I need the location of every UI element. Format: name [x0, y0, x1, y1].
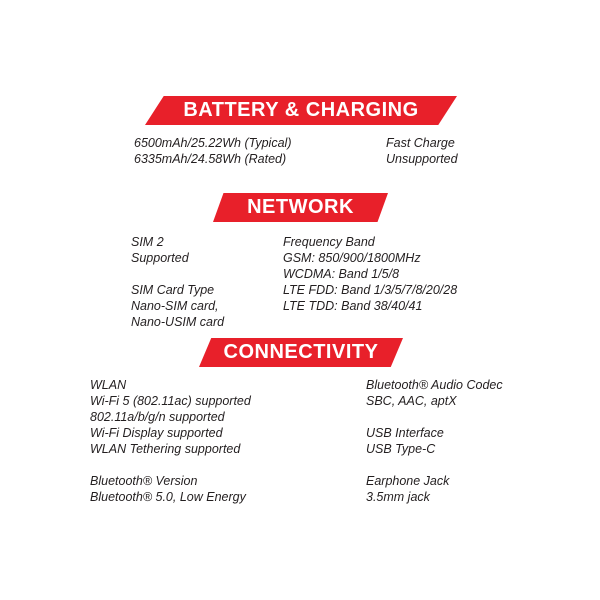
- section-title: BATTERY & CHARGING: [183, 99, 419, 121]
- spec-value: SBC, AAC, aptX: [366, 394, 457, 408]
- spec-value: Bluetooth® 5.0, Low Energy: [90, 490, 246, 504]
- spec-label: SIM 2: [131, 235, 164, 249]
- spec-value: 3.5mm jack: [366, 490, 430, 504]
- spec-value: Wi-Fi 5 (802.11ac) supported: [90, 394, 251, 408]
- section-title: NETWORK: [247, 196, 354, 218]
- wlan: WLAN Wi-Fi 5 (802.11ac) supported 802.11a/…: [90, 377, 251, 457]
- spec-value: LTE TDD: Band 38/40/41: [283, 299, 423, 313]
- spec-value: USB Type-C: [366, 442, 436, 456]
- section-title: CONNECTIVITY: [223, 341, 379, 363]
- battery-capacity: 6500mAh/25.22Wh (Typical) 6335mAh/24.58Wh…: [134, 135, 291, 167]
- spec-label: 6500mAh/25.22Wh (Typical): [134, 136, 292, 150]
- spec-value: 6335mAh/24.58Wh (Rated): [134, 152, 287, 166]
- connectivity-banner: CONNECTIVITY: [199, 338, 403, 367]
- spec-label: Fast Charge: [386, 136, 455, 150]
- spec-label: SIM Card Type: [131, 283, 215, 297]
- spec-value: Wi-Fi Display supported: [90, 426, 223, 440]
- spec-value: Unsupported: [386, 152, 458, 166]
- banner-background: [199, 338, 403, 367]
- earphone-jack: Earphone Jack 3.5mm jack: [366, 473, 449, 505]
- spec-label: Frequency Band: [283, 235, 375, 249]
- spec-label: Earphone Jack: [366, 474, 450, 488]
- spec-label: USB Interface: [366, 426, 444, 440]
- network-banner: NETWORK: [213, 193, 388, 222]
- spec-label: WLAN: [90, 378, 127, 392]
- banner-background: [145, 96, 457, 125]
- spec-value: Nano-USIM card: [131, 315, 225, 329]
- spec-value: 802.11a/b/g/n supported: [90, 410, 225, 424]
- spec-value: WLAN Tethering supported: [90, 442, 241, 456]
- spec-value: Nano-SIM card,: [131, 299, 219, 313]
- sim-support: SIM 2 Supported: [131, 234, 189, 266]
- spec-value: WCDMA: Band 1/5/8: [283, 267, 400, 281]
- spec-label: Bluetooth® Audio Codec: [366, 378, 503, 392]
- spec-value: GSM: 850/900/1800MHz: [283, 251, 421, 265]
- spec-label: Bluetooth® Version: [90, 474, 198, 488]
- spec-value: Supported: [131, 251, 189, 265]
- spec-value: LTE FDD: Band 1/3/5/7/8/20/28: [283, 283, 458, 297]
- battery-charging-banner: BATTERY & CHARGING: [145, 96, 457, 125]
- banner-background: [213, 193, 388, 222]
